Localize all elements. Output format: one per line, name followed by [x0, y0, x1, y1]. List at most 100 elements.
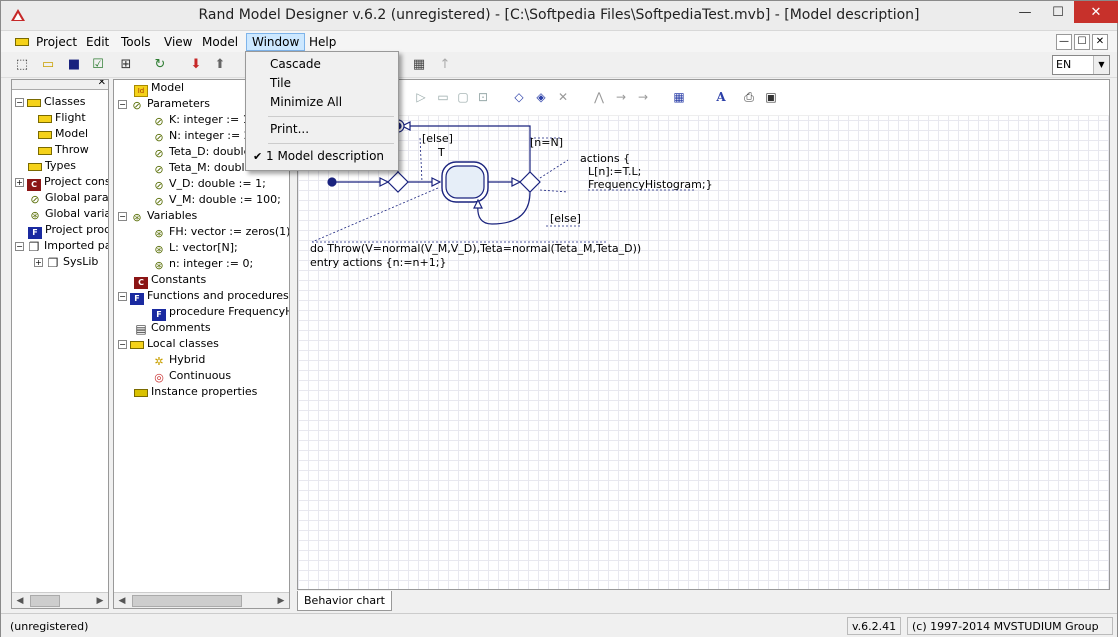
calculator-icon[interactable]: ▦ — [412, 57, 426, 72]
menu-item-print[interactable]: Print... — [270, 122, 310, 136]
tree-item-flight[interactable]: Flight — [38, 110, 86, 126]
decision-icon[interactable]: ◇ — [514, 90, 524, 104]
tree-item-syslib[interactable]: +❐SysLib — [34, 255, 99, 270]
tree-item-instance-properties[interactable]: Instance properties — [134, 384, 257, 400]
tree-item-types[interactable]: Types — [28, 158, 76, 174]
menu-tools[interactable]: Tools — [121, 35, 151, 49]
mdi-restore-button[interactable]: ☐ — [1074, 34, 1090, 50]
final-state-icon[interactable]: ⊡ — [477, 90, 489, 104]
tree-item-param-v-d[interactable]: ⊘V_D: double := 1; — [152, 176, 265, 192]
mdi-minimize-button[interactable]: — — [1056, 34, 1072, 50]
constants-icon: C — [27, 179, 41, 191]
arrow-up-icon[interactable]: ↑ — [439, 57, 451, 72]
horizontal-scrollbar[interactable]: ◀ ▶ — [114, 592, 289, 608]
tree-item-global-parameters[interactable]: ⊘Global para — [28, 190, 108, 206]
image-icon[interactable]: ▣ — [765, 90, 777, 104]
scroll-thumb[interactable] — [132, 595, 242, 607]
menu-item-model-description[interactable]: ✔ 1 Model description — [246, 147, 398, 166]
tree-item-classes[interactable]: −Classes — [15, 95, 86, 108]
state-shape-icon[interactable]: ▢ — [457, 90, 469, 104]
scroll-left-icon[interactable]: ◀ — [16, 596, 24, 606]
new-project-icon[interactable]: ⬚ — [15, 57, 29, 72]
grid-icon[interactable]: ▦ — [673, 90, 685, 104]
tab-behavior-chart[interactable]: Behavior chart — [297, 591, 392, 611]
tree-item-global-variables[interactable]: ⊛Global varia — [28, 206, 108, 222]
collapse-icon[interactable]: − — [118, 212, 127, 221]
delete-icon[interactable]: ✕ — [557, 90, 569, 104]
tree-item-var-l[interactable]: ⊛L: vector[N]; — [152, 240, 237, 256]
collapse-icon[interactable]: − — [15, 242, 24, 251]
tree-item-hybrid[interactable]: ✲Hybrid — [152, 352, 205, 368]
menu-help[interactable]: Help — [309, 35, 337, 49]
menu-edit[interactable]: Edit — [86, 35, 110, 49]
collapse-icon[interactable]: − — [118, 100, 127, 109]
collapse-icon[interactable]: − — [118, 340, 127, 349]
status-bar: (unregistered) v.6.2.41 (c) 1997-2014 MV… — [1, 613, 1117, 637]
tree-item-comments[interactable]: ▤Comments — [135, 321, 211, 336]
arrow-shape-icon[interactable]: ▷ — [416, 90, 426, 104]
menu-item-tile[interactable]: Tile — [270, 76, 292, 90]
tree-view-icon[interactable]: ⊞ — [120, 57, 132, 72]
download-icon[interactable]: ⬇ — [190, 57, 202, 72]
print-icon[interactable]: ⎙ — [744, 90, 754, 104]
tree-item-throw[interactable]: Throw — [38, 142, 89, 158]
minimize-button[interactable]: — — [1018, 4, 1032, 20]
menu-item-cascade[interactable]: Cascade — [270, 57, 321, 71]
transition-icon[interactable]: → — [615, 90, 627, 104]
chevron-down-icon[interactable]: ▼ — [1093, 56, 1109, 74]
expand-icon[interactable]: + — [34, 258, 43, 267]
menu-window[interactable]: Window — [246, 33, 306, 51]
arrow-right-icon[interactable]: → — [637, 90, 649, 104]
refresh-icon[interactable]: ↻ — [154, 57, 166, 72]
tree-item-var-fh[interactable]: ⊛FH: vector := zeros(1); — [152, 224, 289, 240]
junction-icon[interactable]: ◈ — [536, 90, 546, 104]
tree-item-continuous[interactable]: ◎Continuous — [152, 368, 231, 384]
tree-item-parameters[interactable]: −⊘Parameters — [118, 97, 210, 112]
diagram-toolbar: ▷ ▭ ▢ ⊡ ◇ ◈ ✕ ⋀ → → ▦ A ⎙ ▣ — [298, 80, 1109, 116]
tree-item-param-k[interactable]: ⊘K: integer := 10 — [152, 112, 256, 128]
expand-icon[interactable]: + — [15, 178, 24, 187]
language-select[interactable]: EN ▼ — [1052, 55, 1110, 75]
scroll-thumb[interactable] — [30, 595, 60, 607]
menu-project[interactable]: Project — [36, 35, 78, 49]
state-shape-icon[interactable]: ▭ — [437, 90, 449, 104]
collapse-icon[interactable]: − — [118, 292, 127, 301]
scroll-left-icon[interactable]: ◀ — [118, 596, 126, 606]
tree-item-param-n[interactable]: ⊘N: integer := 2 — [152, 128, 250, 144]
close-button[interactable]: ✕ — [1074, 1, 1118, 23]
open-folder-icon[interactable]: ▭ — [41, 57, 55, 72]
tree-item-imported-packages[interactable]: −❐Imported pa — [15, 239, 109, 254]
check-model-icon[interactable]: ☑ — [92, 57, 104, 72]
behavior-chart-canvas[interactable]: ▷ ▭ ▢ ⊡ ◇ ◈ ✕ ⋀ → → ▦ A ⎙ ▣ — [297, 79, 1110, 590]
tree-item-local-classes[interactable]: −Local classes — [118, 337, 219, 350]
horizontal-scrollbar[interactable]: ◀ ▶ — [12, 592, 108, 608]
tree-item-param-teta-d[interactable]: ⊘Teta_D: double — [152, 144, 250, 160]
text-tool-icon[interactable]: A — [716, 90, 726, 104]
menu-view[interactable]: View — [164, 35, 193, 49]
menu-item-minimize-all[interactable]: Minimize All — [270, 95, 343, 109]
upload-icon[interactable]: ⬆ — [214, 57, 226, 72]
title-bar[interactable]: Rand Model Designer v.6.2 (unregistered)… — [1, 1, 1118, 31]
collapse-icon[interactable]: − — [15, 98, 24, 107]
maximize-button[interactable]: ☐ — [1052, 4, 1064, 20]
line-icon[interactable]: ⋀ — [594, 90, 604, 104]
close-icon[interactable]: ✕ — [97, 79, 106, 88]
tree-item-var-n[interactable]: ⊛n: integer := 0; — [152, 256, 253, 272]
tree-item-param-v-m[interactable]: ⊘V_M: double := 100; — [152, 192, 280, 208]
tree-item-model[interactable]: Model — [38, 126, 88, 142]
save-disk-icon[interactable]: ■ — [67, 57, 81, 72]
mdi-close-button[interactable]: ✕ — [1092, 34, 1108, 50]
menu-model[interactable]: Model — [202, 35, 239, 49]
tree-item-variables[interactable]: −⊛Variables — [118, 209, 198, 224]
scroll-right-icon[interactable]: ▶ — [96, 596, 104, 606]
tree-item-param-teta-m[interactable]: ⊘Teta_M: double — [152, 160, 251, 176]
scroll-right-icon[interactable]: ▶ — [277, 596, 285, 606]
